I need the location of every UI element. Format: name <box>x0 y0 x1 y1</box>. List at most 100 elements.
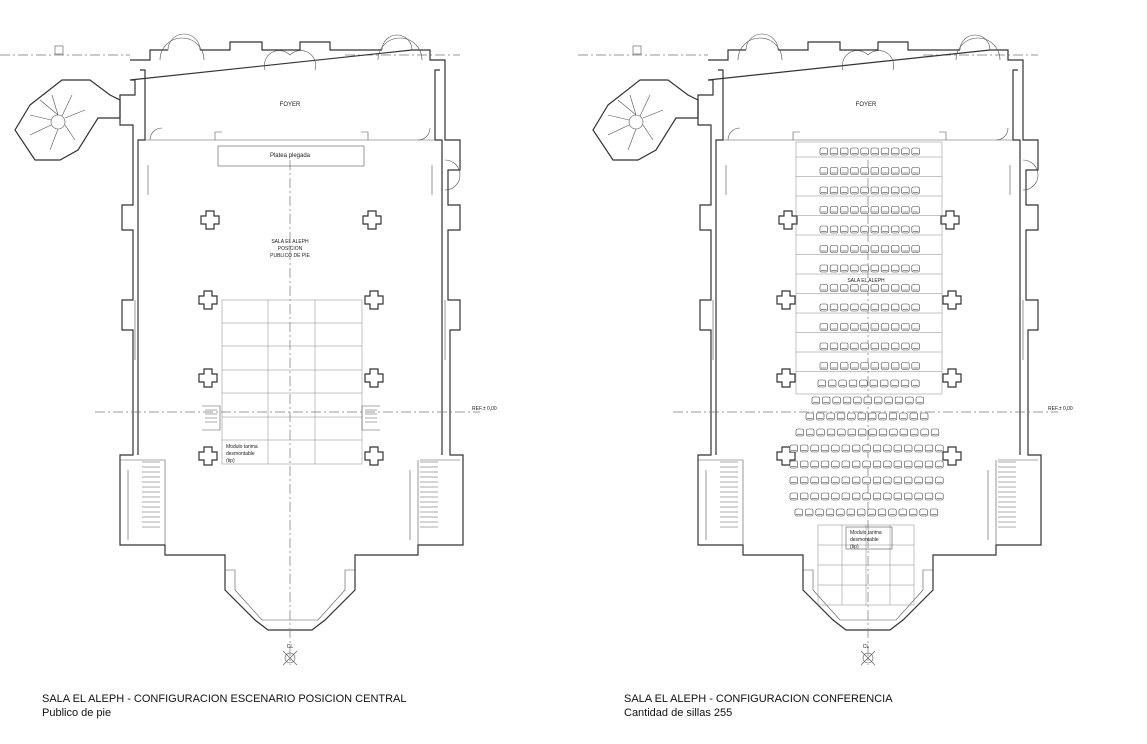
chair <box>840 167 849 175</box>
chair <box>901 342 910 351</box>
chair <box>819 323 828 331</box>
chair <box>829 147 839 156</box>
chair <box>874 396 883 405</box>
chair <box>910 428 919 437</box>
chair <box>911 362 920 370</box>
chair <box>930 428 940 437</box>
chair <box>870 167 879 175</box>
chair <box>820 476 830 485</box>
chair <box>924 492 934 501</box>
chair <box>893 492 902 501</box>
chair <box>911 284 920 292</box>
chair <box>819 362 828 370</box>
chair <box>880 323 890 331</box>
chair <box>800 460 809 469</box>
chair <box>862 460 871 469</box>
chair <box>924 476 934 485</box>
chair <box>820 492 830 501</box>
chair <box>880 167 890 175</box>
chair <box>810 476 819 485</box>
chair <box>911 167 920 175</box>
left-room-label-3: PUBLICO DE PIE <box>270 253 310 259</box>
right-module-label-2: desmontable <box>850 537 879 543</box>
right-room-label: SALA EL ALEPH <box>847 278 885 284</box>
chair <box>914 492 923 501</box>
chair <box>911 147 920 156</box>
chair <box>870 186 879 195</box>
chair <box>911 245 920 253</box>
chair <box>857 508 866 517</box>
chair <box>840 225 849 234</box>
chair <box>829 245 839 253</box>
chair <box>847 428 856 437</box>
chair <box>929 508 939 517</box>
chair <box>870 225 879 234</box>
chair <box>868 412 877 421</box>
chair <box>829 264 839 273</box>
chair <box>870 245 879 253</box>
chair <box>829 206 839 214</box>
chair <box>860 264 869 273</box>
right-module-label-1: Modulo tarima <box>850 530 882 536</box>
chair <box>893 460 902 469</box>
chair <box>909 412 918 421</box>
chair <box>816 428 825 437</box>
chair <box>832 396 841 405</box>
chair <box>860 167 869 175</box>
chair <box>904 476 913 485</box>
chair <box>850 323 859 331</box>
chair <box>852 476 861 485</box>
chair <box>891 342 900 351</box>
chair <box>880 303 890 312</box>
chair <box>831 476 840 485</box>
chair <box>819 342 828 351</box>
chair <box>840 284 849 292</box>
chair <box>880 225 890 234</box>
chair <box>894 396 904 405</box>
chair <box>880 284 890 292</box>
chair <box>860 284 869 292</box>
chair <box>900 379 910 388</box>
chair <box>789 476 798 485</box>
chair <box>840 303 849 312</box>
chair <box>911 225 920 234</box>
chair <box>816 412 825 421</box>
chair <box>831 444 840 453</box>
chair <box>870 264 879 273</box>
chair <box>789 444 798 453</box>
chair <box>904 492 913 501</box>
chair <box>901 147 910 156</box>
left-ref-label: REF.± 0,00 <box>472 406 497 412</box>
chair <box>924 444 934 453</box>
chair <box>819 206 828 214</box>
chair <box>877 508 887 517</box>
chair <box>935 460 944 469</box>
chair <box>904 444 913 453</box>
chair <box>870 362 879 370</box>
chair <box>935 492 944 501</box>
chair <box>828 379 837 388</box>
chair <box>820 444 830 453</box>
left-room-label-1: SALA EL ALEPH <box>271 239 309 245</box>
chair <box>850 264 859 273</box>
chair <box>857 412 866 421</box>
left-module-label-3: (tip) <box>226 458 235 464</box>
left-plan: FOYER Platea plegada SALA EL ALEPH POSIC… <box>0 33 497 666</box>
right-foyer-label: FOYER <box>856 102 877 108</box>
chair <box>826 428 836 437</box>
chair <box>840 147 849 156</box>
chair <box>880 379 889 388</box>
chair <box>837 428 846 437</box>
chair <box>829 342 839 351</box>
chair <box>878 428 888 437</box>
chair <box>850 225 859 234</box>
right-stage <box>817 524 915 606</box>
chair <box>840 342 849 351</box>
chair <box>911 303 920 312</box>
chair <box>935 444 944 453</box>
chair <box>901 264 910 273</box>
chair <box>911 379 920 388</box>
chair <box>901 167 910 175</box>
right-stairs <box>720 461 1016 528</box>
chair <box>829 323 839 331</box>
